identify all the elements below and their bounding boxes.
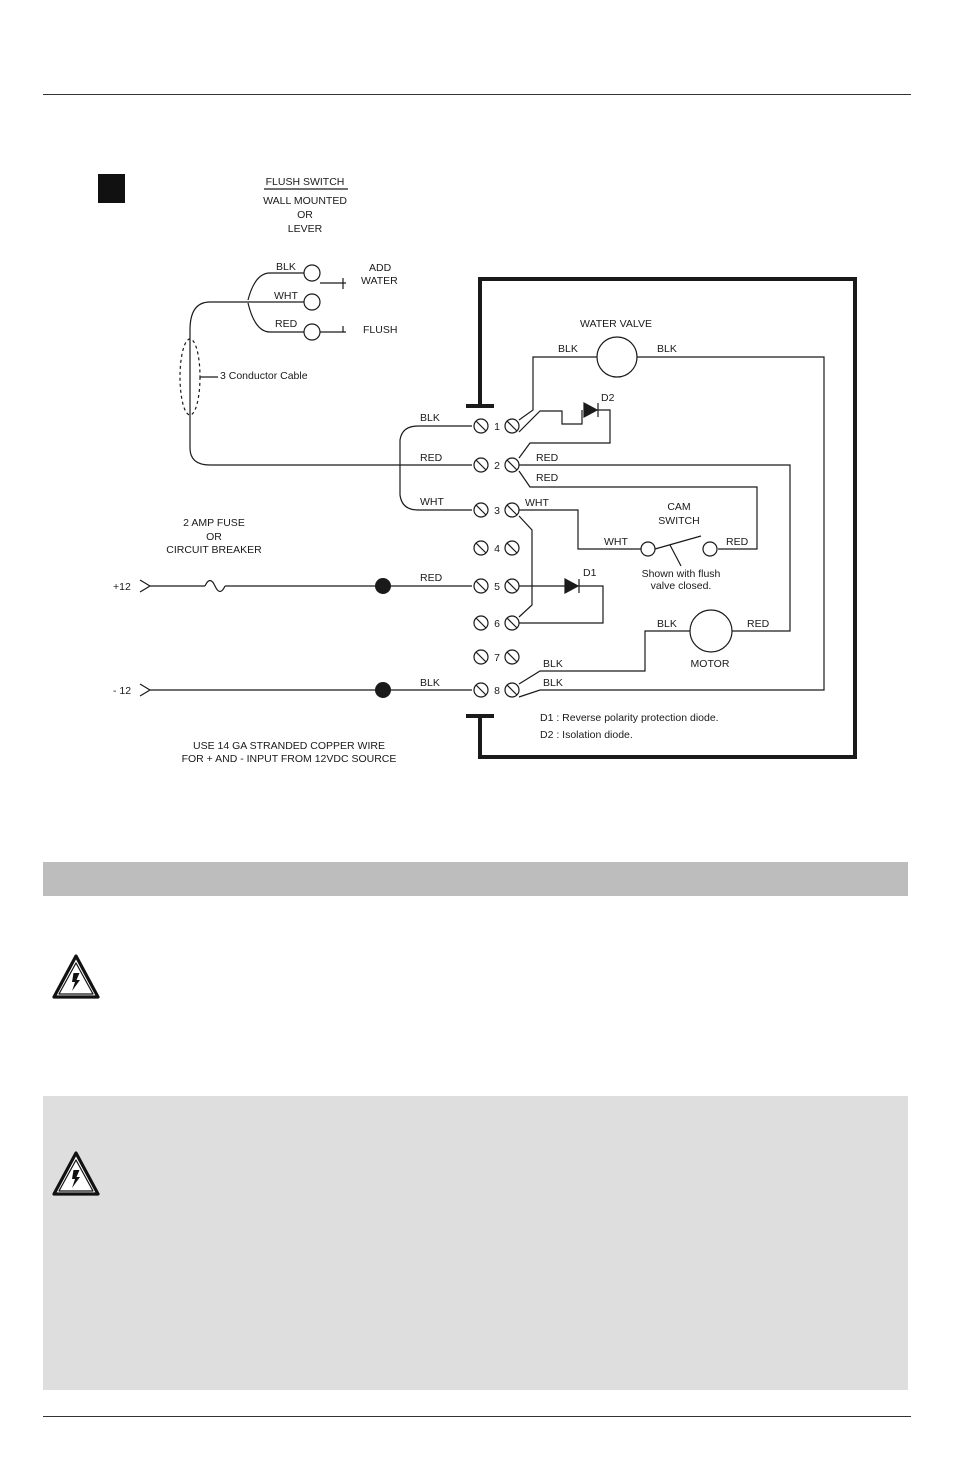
terminal-number-8: 8 <box>494 685 500 697</box>
fuse-label-1: 2 AMP FUSE <box>183 517 245 529</box>
flush-label: FLUSH <box>363 324 397 336</box>
fuse-label-3: CIRCUIT BREAKER <box>166 544 262 556</box>
t5-left-wire-label: RED <box>420 572 443 584</box>
junction-plus12 <box>375 578 391 594</box>
switch-terminal-wht <box>303 293 321 311</box>
cam-switch-actuator <box>669 544 682 567</box>
motor-right-wire-label: RED <box>747 618 770 630</box>
cam-switch-title-2: SWITCH <box>658 515 699 527</box>
motor-symbol <box>689 609 733 653</box>
add-water-label-2: WATER <box>361 275 398 287</box>
terminal-number-6: 6 <box>494 618 500 630</box>
terminal-number-7: 7 <box>494 652 500 664</box>
switch-wire-red-label: RED <box>275 318 298 330</box>
switch-terminal-red <box>303 323 321 341</box>
t2-right-wire-label-a: RED <box>536 452 559 464</box>
switch-type-1: WALL MOUNTED <box>263 195 347 207</box>
wire-d2-b <box>518 409 611 459</box>
t2-right-wire-label-b: RED <box>536 472 559 484</box>
switch-terminal-blk <box>303 264 321 282</box>
wire-t3-to-t6 <box>518 515 533 618</box>
terminal-number-5: 5 <box>494 581 500 593</box>
cam-switch-note-2: valve closed. <box>651 580 712 592</box>
cam-switch-note-1: Shown with flush <box>642 568 721 580</box>
header-rule <box>43 94 911 95</box>
terminal-number-3: 3 <box>494 505 500 517</box>
t8-right-wire-label-b: BLK <box>543 677 563 689</box>
junction-minus12 <box>375 682 391 698</box>
wire-valve-blk-left <box>518 356 597 421</box>
switch-type-2: OR <box>297 209 313 221</box>
footer-rule <box>43 1416 911 1417</box>
d2-triangle <box>583 401 599 419</box>
wire-switch-blk <box>247 272 304 301</box>
d1-label: D1 <box>583 567 597 579</box>
cam-switch-blade <box>654 535 702 550</box>
electrical-hazard-icon <box>52 954 100 999</box>
cam-switch-contact-right <box>702 541 718 557</box>
branch-to-t1 <box>399 425 472 465</box>
fuse-label-2: OR <box>206 531 222 543</box>
cam-switch-title-1: CAM <box>667 501 690 513</box>
terminal-number-1: 1 <box>494 421 500 433</box>
section-header-bar <box>43 862 908 896</box>
t8-right-wire-label-a: BLK <box>543 658 563 670</box>
electrical-hazard-icon <box>52 1151 100 1196</box>
cam-switch-right-wire-label: RED <box>726 536 749 548</box>
add-water-label-1: ADD <box>369 262 392 274</box>
cam-switch-left-wire-label: WHT <box>604 536 628 548</box>
wire-gauge-note-1: USE 14 GA STRANDED COPPER WIRE <box>193 740 385 752</box>
wire-t2-red-motor <box>519 464 791 632</box>
t3-right-wire-label: WHT <box>525 497 549 509</box>
wire-motor-blk <box>518 630 690 685</box>
warning-panel <box>43 1096 908 1390</box>
minus12-label: - 12 <box>113 685 131 697</box>
motor-title: MOTOR <box>691 658 730 670</box>
wire-t3-wht-cam <box>519 509 641 550</box>
minus12-arrow <box>139 683 152 697</box>
d1-triangle <box>564 577 580 595</box>
terminal-number-4: 4 <box>494 543 500 555</box>
wire-t2-red-cam <box>518 470 758 550</box>
wire-d2-a <box>518 410 583 433</box>
wire-valve-blk-right <box>518 356 825 698</box>
valve-right-wire-label: BLK <box>657 343 677 355</box>
cable-label: 3 Conductor Cable <box>220 370 308 382</box>
cam-switch-contact-left <box>640 541 656 557</box>
switch-wire-blk-label: BLK <box>276 261 296 273</box>
fuse-symbol <box>204 579 226 593</box>
d2-legend: D2 : Isolation diode. <box>540 729 633 741</box>
t2-left-wire-label: RED <box>420 452 443 464</box>
wire-d1-t6 <box>519 585 604 624</box>
plus12-arrow <box>139 579 152 593</box>
plus12-label: +12 <box>113 581 131 593</box>
cable-main <box>189 301 400 466</box>
water-valve-symbol <box>596 336 638 378</box>
figure-marker <box>98 174 125 203</box>
wiring-diagram: FLUSH SWITCH WALL MOUNTED OR LEVER BLK W… <box>113 176 857 765</box>
d1-legend: D1 : Reverse polarity protection diode. <box>540 712 719 724</box>
enclosure-outline <box>478 277 857 759</box>
terminal-number-2: 2 <box>494 460 500 472</box>
d2-label: D2 <box>601 392 615 404</box>
wire-switch-red <box>247 302 304 333</box>
motor-left-wire-label: BLK <box>657 618 677 630</box>
switch-type-3: LEVER <box>288 223 323 235</box>
t1-left-wire-label: BLK <box>420 412 440 424</box>
switch-title: FLUSH SWITCH <box>266 176 345 188</box>
t3-left-wire-label: WHT <box>420 496 444 508</box>
switch-wire-wht-label: WHT <box>274 290 298 302</box>
t8-left-wire-label: BLK <box>420 677 440 689</box>
wire-gauge-note-2: FOR + AND - INPUT FROM 12VDC SOURCE <box>182 753 397 765</box>
branch-to-t3 <box>399 465 472 511</box>
valve-left-wire-label: BLK <box>558 343 578 355</box>
water-valve-title: WATER VALVE <box>580 318 652 330</box>
